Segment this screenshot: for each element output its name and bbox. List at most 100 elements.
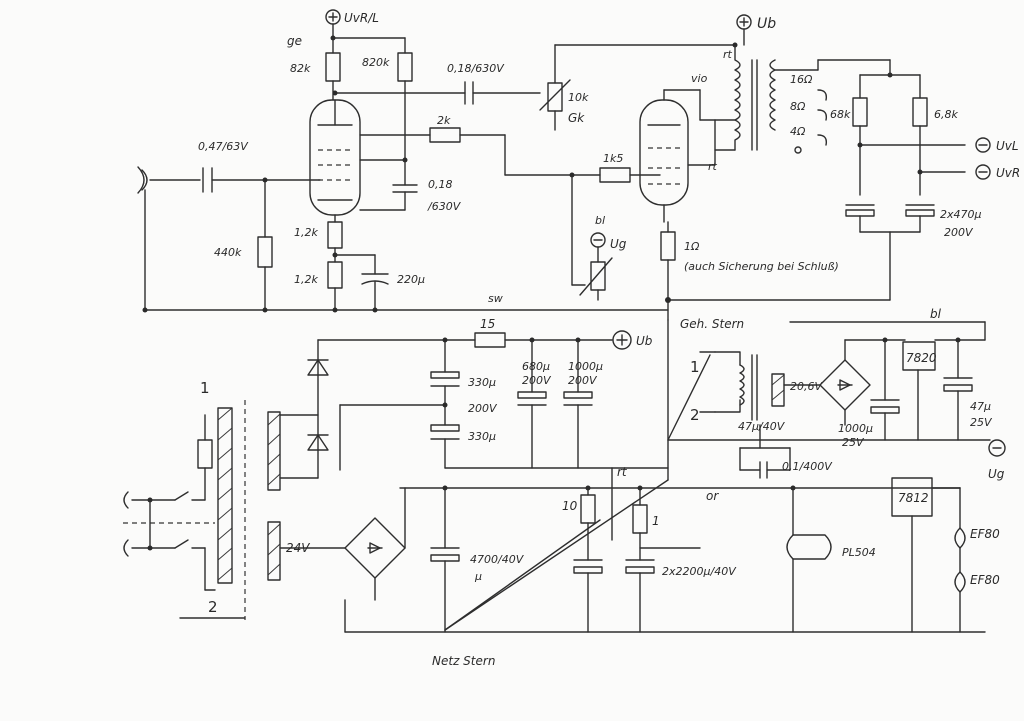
ub-psu-label: Ub [636,334,653,348]
tap-8ohm-label: 8Ω [790,100,806,113]
cap-330b-label: 330µ [468,430,496,443]
ef80-b-label: EF80 [970,573,1000,587]
chassis-star-ground-label: Geh. Stern [680,317,744,331]
wire-color-sw: sw [488,292,503,305]
tap-4ohm-label: 4Ω [790,125,806,138]
grid-resistor-label: 440k [214,246,242,259]
resistor-1k5-label: 1k5 [603,152,623,165]
ub-psu-terminal [612,330,632,350]
preamp-supply-filter [667,59,966,301]
cap-1000-25-voltage: 25V [842,436,865,449]
coupling-capacitor [332,81,541,105]
reservoir-caps-voltage: 200V [944,226,974,239]
feedback-pot-gk [539,44,736,131]
cap-4700-label: 4700/40V [470,553,525,566]
cathode-capacitor-label: 220µ [397,273,425,286]
ub-top-label: Ub [757,16,776,32]
ug-psu-label: Ug [988,467,1005,481]
cap-330a-label: 330µ [468,376,496,389]
uvr-label: UvR [996,166,1020,180]
heater-filter [573,467,701,633]
mains-pin-2: 2 [208,598,218,616]
cap-680-label: 680µ [522,360,550,373]
star-link-wire [444,479,669,631]
resistor-1k2-a-label: 1,2k [294,226,318,239]
cap-47-40-label: 47µ/40V [738,420,786,433]
resistor-1-label: 1 [652,514,660,528]
uvrl-supply-node [325,9,406,41]
mains-pin-1: 1 [200,379,210,397]
mains-input [123,414,215,591]
resistor-2k [359,127,601,176]
resistor-1ohm-label: 1Ω [684,240,700,253]
wire-color-bl: bl [595,214,605,227]
input-jack-symbol [137,166,201,311]
reservoir-caps-label: 2x470µ [940,208,982,221]
resistor-1k2-b-label: 1,2k [294,273,318,286]
grid-resistor-440k [257,177,273,311]
wire-color-bl-psu: bl [930,307,942,321]
resistor-820k [359,37,418,211]
wire-color-or: or [706,489,719,503]
output-transformer [699,44,828,166]
bias-pin-1: 1 [690,358,700,376]
pl504-label: PL504 [842,546,876,559]
uvr-terminal [975,164,991,180]
cap-4700-unit: µ [474,570,482,583]
mains-transformer [179,400,281,620]
regulator-7812-label: 7812 [898,491,929,505]
wire-color-rt-psu: rt [617,465,628,479]
bias-network [571,174,613,301]
cathode-resistor-1ohm [660,221,676,321]
hv-doubler [279,337,669,479]
resistor-10-label: 10 [562,499,578,513]
cap-330-voltage: 200V [468,402,498,415]
pl504-heater [786,485,832,633]
power-supply-section: Geh. Stern Netz Stern 1 2 [123,307,1006,668]
wire-color-rt-anode: rt [723,48,733,61]
resistor-6k8-label: 6,8k [934,108,958,121]
input-capacitor [202,167,321,193]
mains-star-ground-label: Netz Stern [432,654,495,668]
pot-10k-label: 10k [568,91,589,104]
cap-1000-label: 1000µ [568,360,603,373]
input-capacitor-label: 0,47/63V [198,140,249,153]
fuse-note: (auch Sicherung bei Schluß) [684,260,839,273]
bias-transformer [699,351,785,421]
tap-16ohm-label: 16Ω [790,73,813,86]
resistor-15-label: 15 [480,317,495,331]
bias-pin-2: 2 [690,406,700,424]
preamp-tube [309,99,361,216]
uvl-label: UvL [996,139,1019,153]
uvl-terminal [975,137,991,153]
screen-capacitor-label: 0,18 [428,178,453,191]
cap-2x2200-label: 2x2200µ/40V [662,565,737,578]
heater-regulator [891,477,966,633]
cap-680-voltage: 200V [522,374,552,387]
star-return-wire [444,519,601,631]
bias-bridge-rectifier [783,339,906,426]
ef80-a-label: EF80 [970,527,1000,541]
wire-color-ge: ge [287,34,302,48]
cathode-network [327,214,389,311]
cap-01-label: 0,1/400V [782,460,833,473]
heater-secondary-voltage: 24V [286,541,310,555]
output-tube [639,89,716,223]
wire-color-vio: vio [691,72,708,85]
coupling-capacitor-label: 0,18/630V [447,62,505,75]
cap-47u-voltage: 25V [970,416,993,429]
heater-decoupling-caps [739,424,791,479]
bias-regulator [789,321,986,441]
heater-supply [279,485,986,633]
cap-1000-voltage: 200V [568,374,598,387]
hv-filter [474,332,613,469]
resistor-2k-label: 2k [437,114,451,127]
cap-1000-25-label: 1000µ [838,422,873,435]
pot-gk-label: Gk [568,111,585,125]
cap-47u-label: 47µ [970,400,991,413]
ug-bias-label: Ug [610,237,627,251]
screen-capacitor-voltage: /630V [427,200,462,213]
ug-psu-terminal [988,439,1006,457]
regulator-7820-label: 7820 [906,351,937,365]
